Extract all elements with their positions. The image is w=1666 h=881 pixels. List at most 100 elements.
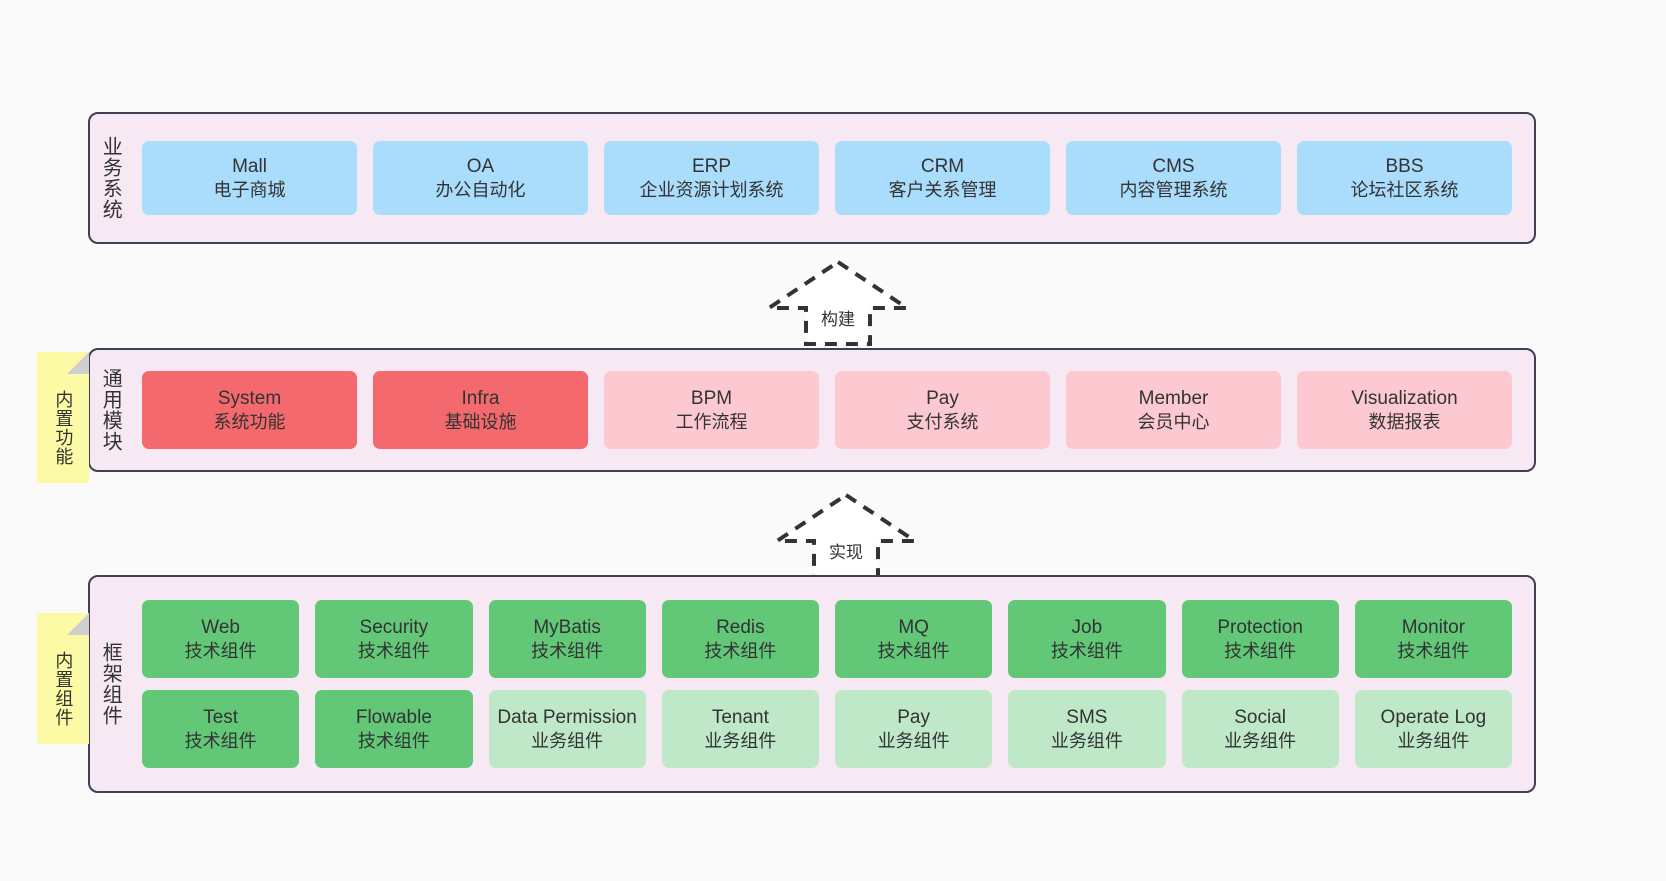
card-title-cn: 业务组件	[877, 730, 950, 751]
card-crm[interactable]: CRM 客户关系管理	[835, 141, 1050, 215]
card-sms[interactable]: SMS 业务组件	[1008, 690, 1166, 768]
card-infra[interactable]: Infra 基础设施	[373, 371, 588, 449]
card-title-cn: 企业资源计划系统	[639, 179, 784, 200]
card-redis[interactable]: Redis 技术组件	[661, 600, 819, 678]
arrow-shape	[771, 492, 921, 579]
card-title-cn: 技术组件	[704, 640, 777, 661]
card-title-cn: 系统功能	[213, 411, 286, 432]
card-title-en: MyBatis	[533, 617, 601, 639]
sticky-note-builtin-component: 内置组件	[37, 613, 89, 744]
layer-title-business: 业务系统	[99, 136, 122, 220]
card-mybatis[interactable]: MyBatis 技术组件	[488, 600, 646, 678]
card-title-cn: 业务组件	[1397, 730, 1470, 751]
layer-body-framework: Web 技术组件 Security 技术组件 MyBatis 技术组件 Redi…	[130, 577, 1534, 791]
card-protection[interactable]: Protection 技术组件	[1181, 600, 1339, 678]
card-title-en: Job	[1071, 617, 1103, 639]
card-title-en: CRM	[920, 156, 965, 178]
card-title-en: Mall	[232, 156, 267, 178]
card-title-cn: 技术组件	[184, 730, 257, 751]
business-card-row: Mall 电子商城 OA 办公自动化 ERP 企业资源计划系统 CRM 客户关系…	[134, 141, 1520, 215]
card-title-en: MQ	[898, 617, 929, 639]
card-title-cn: 业务组件	[1050, 730, 1123, 751]
card-title-en: Web	[201, 617, 240, 639]
card-web[interactable]: Web 技术组件	[142, 600, 300, 678]
sticky-note-text: 内置功能	[53, 389, 74, 466]
card-title-cn: 基础设施	[444, 411, 517, 432]
card-title-en: Infra	[461, 388, 500, 410]
card-title-cn: 业务组件	[704, 730, 777, 751]
card-monitor[interactable]: Monitor 技术组件	[1354, 600, 1512, 678]
card-social[interactable]: Social 业务组件	[1181, 690, 1339, 768]
card-title-cn: 工作流程	[675, 411, 748, 432]
layer-common-module: 通用模块 System 系统功能 Infra 基础设施 BPM 工作流程 Pay	[88, 348, 1536, 472]
card-title-cn: 业务组件	[1224, 730, 1297, 751]
card-title-en: Redis	[716, 617, 765, 639]
card-tenant[interactable]: Tenant 业务组件	[661, 690, 819, 768]
layer-title-common: 通用模块	[99, 368, 122, 452]
card-pay-module[interactable]: Pay 支付系统	[835, 371, 1050, 449]
layer-title-framework: 框架组件	[99, 642, 122, 726]
card-bbs[interactable]: BBS 论坛社区系统	[1297, 141, 1512, 215]
arrow-implement: 实现	[771, 489, 921, 581]
card-visualization[interactable]: Visualization 数据报表	[1297, 371, 1512, 449]
card-title-cn: 技术组件	[357, 730, 430, 751]
card-data-permission[interactable]: Data Permission 业务组件	[488, 690, 646, 768]
card-title-cn: 会员中心	[1137, 411, 1210, 432]
card-title-en: Operate Log	[1380, 707, 1487, 729]
card-title-cn: 技术组件	[877, 640, 950, 661]
card-erp[interactable]: ERP 企业资源计划系统	[604, 141, 819, 215]
framework-card-row-2: Test 技术组件 Flowable 技术组件 Data Permission …	[134, 690, 1520, 768]
card-oa[interactable]: OA 办公自动化	[373, 141, 588, 215]
card-title-cn: 技术组件	[531, 640, 604, 661]
arrow-shape	[763, 259, 913, 346]
sticky-note-builtin-function: 内置功能	[37, 352, 89, 483]
card-title-en: System	[217, 388, 282, 410]
card-title-en: BBS	[1385, 156, 1424, 178]
card-title-en: Test	[203, 707, 239, 729]
card-test[interactable]: Test 技术组件	[142, 690, 300, 768]
card-title-cn: 技术组件	[1397, 640, 1470, 661]
sticky-note-text: 内置组件	[53, 650, 74, 727]
card-title-cn: 技术组件	[1050, 640, 1123, 661]
card-mq[interactable]: MQ 技术组件	[835, 600, 993, 678]
framework-card-row-1: Web 技术组件 Security 技术组件 MyBatis 技术组件 Redi…	[134, 600, 1520, 678]
common-card-row: System 系统功能 Infra 基础设施 BPM 工作流程 Pay 支付系统…	[134, 371, 1520, 449]
card-title-cn: 电子商城	[213, 179, 286, 200]
card-title-cn: 支付系统	[906, 411, 979, 432]
card-flowable[interactable]: Flowable 技术组件	[315, 690, 473, 768]
card-security[interactable]: Security 技术组件	[315, 600, 473, 678]
card-member[interactable]: Member 会员中心	[1066, 371, 1281, 449]
card-title-cn: 数据报表	[1368, 411, 1441, 432]
card-mall[interactable]: Mall 电子商城	[142, 141, 357, 215]
card-title-en: Monitor	[1401, 617, 1466, 639]
card-title-cn: 技术组件	[184, 640, 257, 661]
card-job[interactable]: Job 技术组件	[1008, 600, 1166, 678]
card-title-cn: 论坛社区系统	[1350, 179, 1459, 200]
card-title-cn: 技术组件	[357, 640, 430, 661]
card-cms[interactable]: CMS 内容管理系统	[1066, 141, 1281, 215]
card-title-cn: 内容管理系统	[1119, 179, 1228, 200]
card-bpm[interactable]: BPM 工作流程	[604, 371, 819, 449]
card-title-en: Visualization	[1351, 388, 1458, 410]
card-title-en: ERP	[691, 156, 732, 178]
layer-body-business: Mall 电子商城 OA 办公自动化 ERP 企业资源计划系统 CRM 客户关系…	[130, 114, 1534, 242]
layer-business-system: 业务系统 Mall 电子商城 OA 办公自动化 ERP 企业资源计划系统 CRM	[88, 112, 1536, 244]
card-title-en: Pay	[926, 388, 959, 410]
card-title-en: Security	[359, 617, 429, 639]
card-operate-log[interactable]: Operate Log 业务组件	[1354, 690, 1512, 768]
card-title-en: SMS	[1066, 707, 1108, 729]
layer-framework-component: 框架组件 Web 技术组件 Security 技术组件 MyBatis 技术组件…	[88, 575, 1536, 793]
card-title-en: Tenant	[711, 707, 769, 729]
card-title-cn: 办公自动化	[435, 179, 526, 200]
card-system[interactable]: System 系统功能	[142, 371, 357, 449]
card-title-en: Data Permission	[497, 707, 637, 729]
layer-body-common: System 系统功能 Infra 基础设施 BPM 工作流程 Pay 支付系统…	[130, 350, 1534, 470]
card-title-en: BPM	[690, 388, 733, 410]
card-title-en: Member	[1138, 388, 1209, 410]
arrow-build: 构建	[763, 256, 913, 348]
card-title-en: Protection	[1217, 617, 1303, 639]
card-title-cn: 技术组件	[1224, 640, 1297, 661]
card-title-en: OA	[466, 156, 495, 178]
card-pay-component[interactable]: Pay 业务组件	[835, 690, 993, 768]
